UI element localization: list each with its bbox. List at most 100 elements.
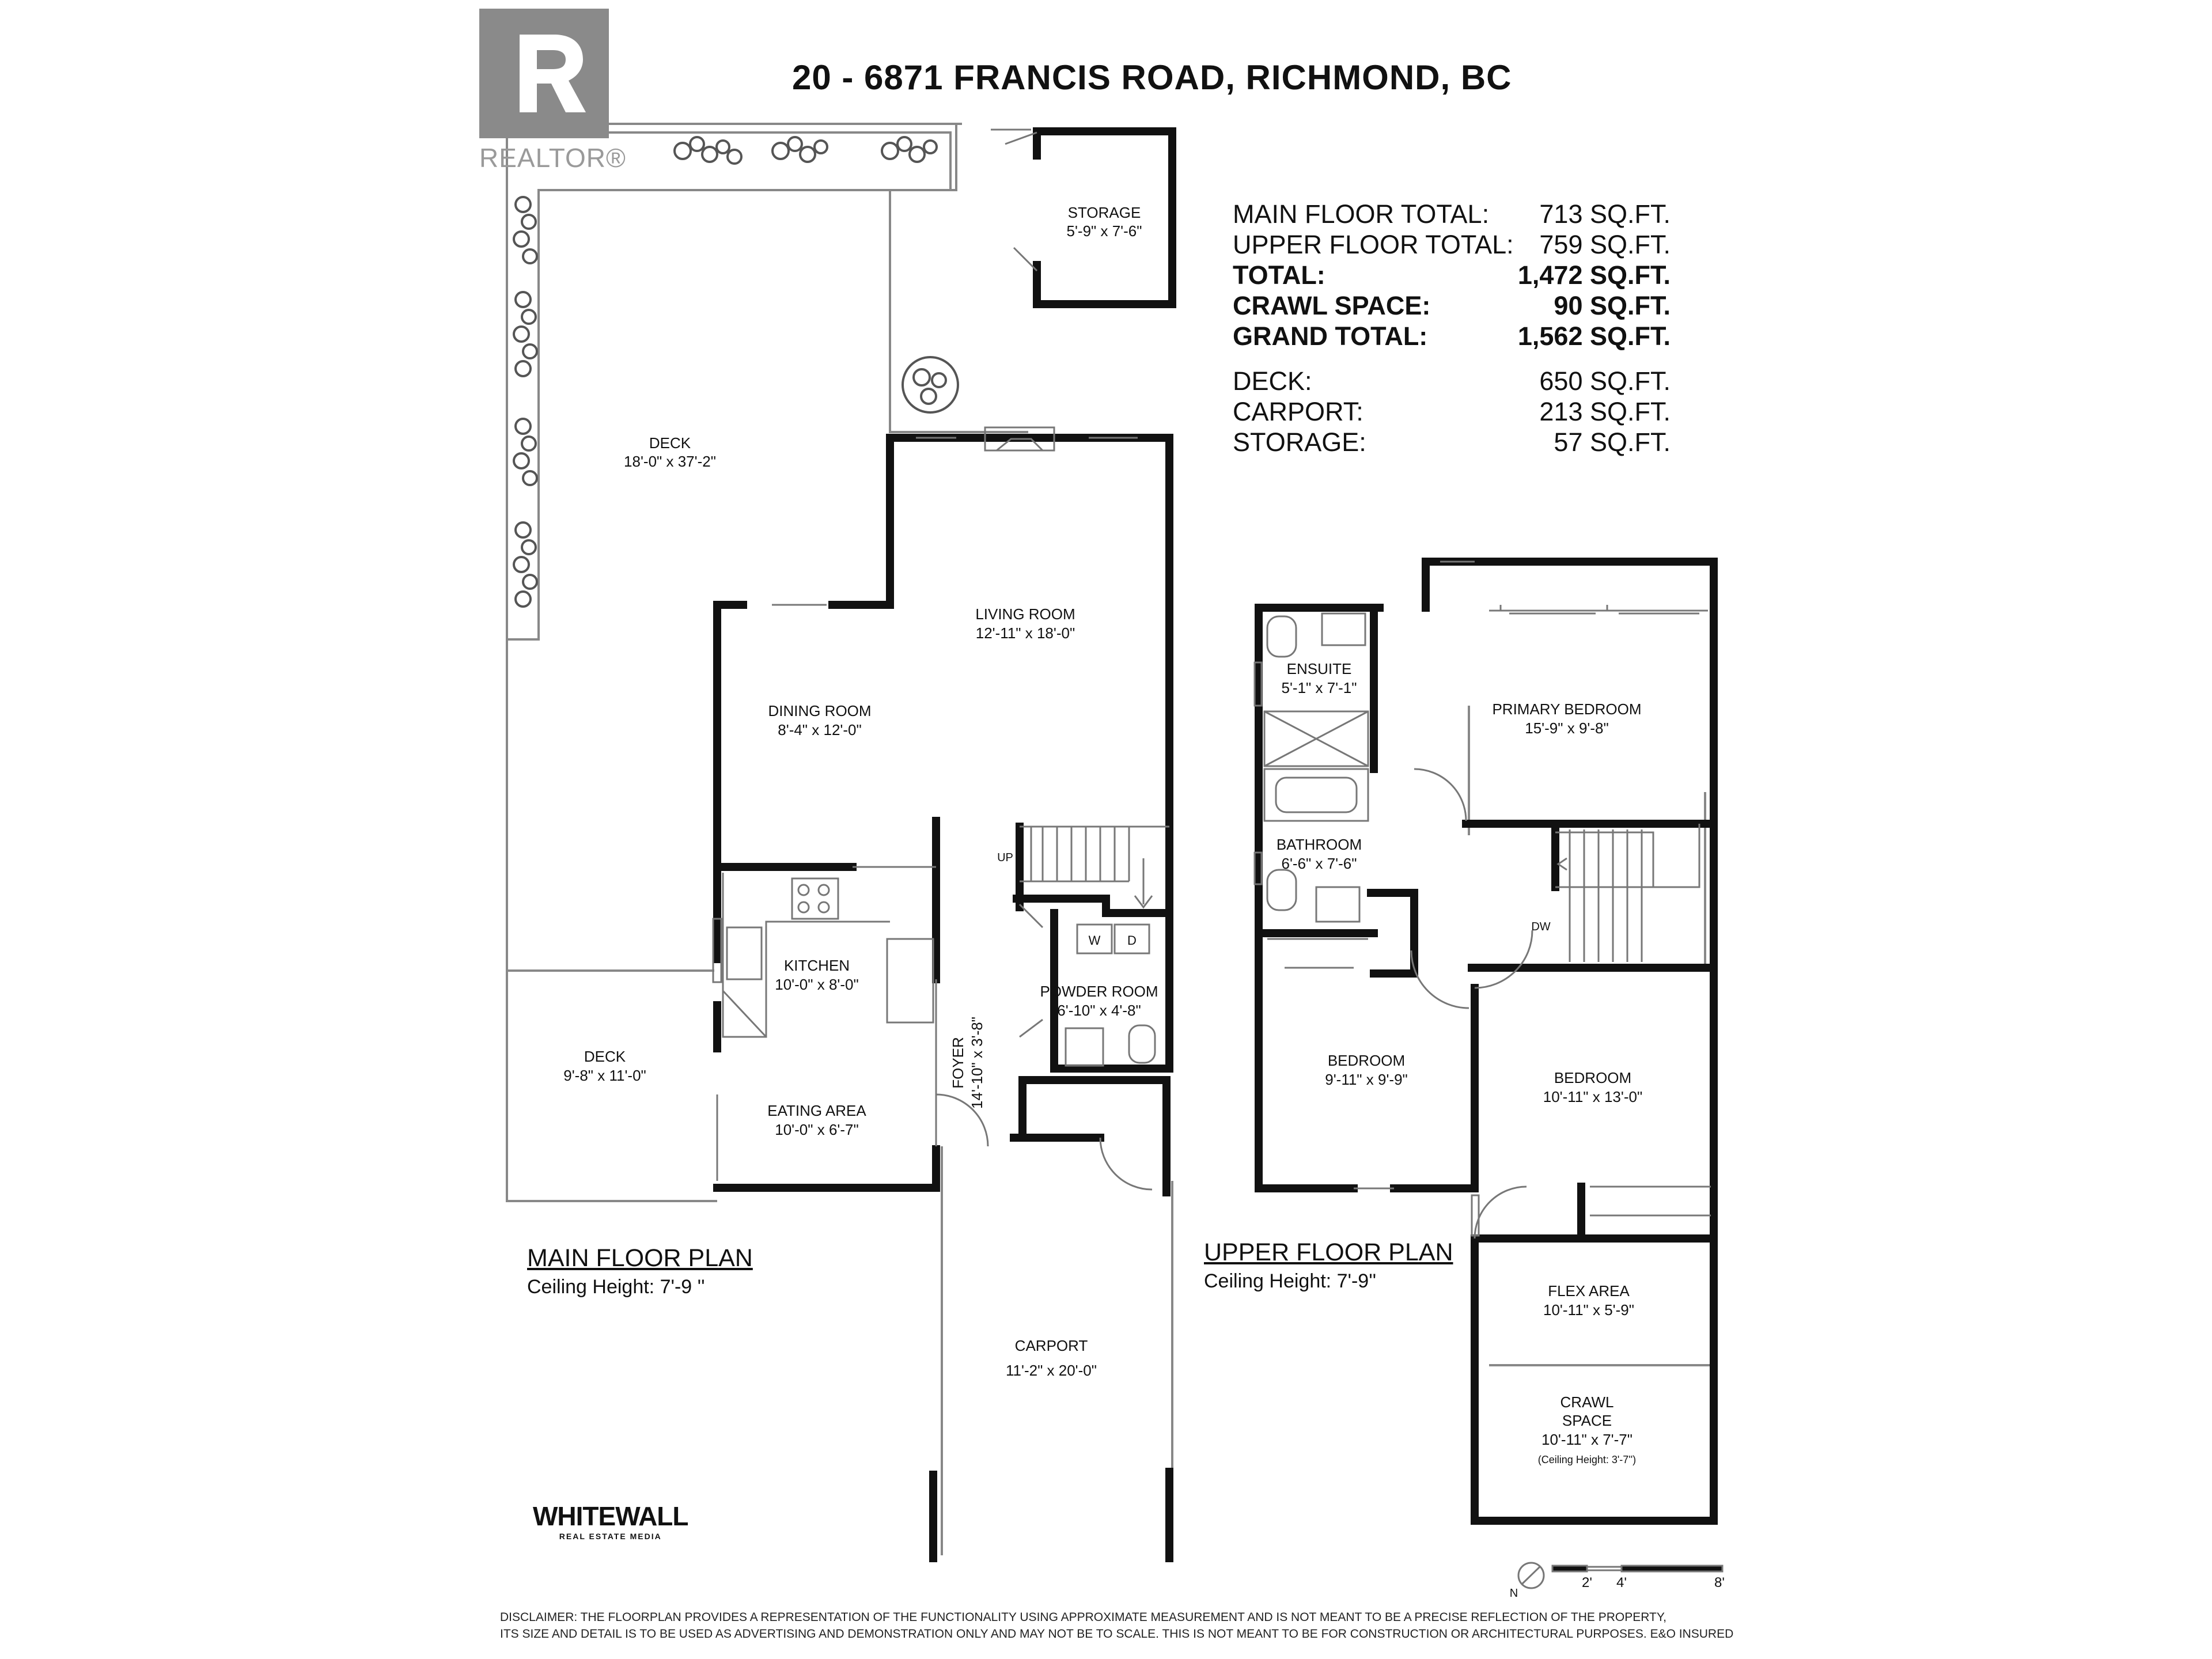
label-crawl-1: CRAWL — [1560, 1393, 1614, 1411]
area-row: MAIN FLOOR TOTAL:713 SQ.FT. — [1233, 199, 1671, 229]
fixtures — [712, 128, 1724, 1589]
closet-primary — [1489, 605, 1708, 612]
dims-ensuite: 5'-1" x 7'-1" — [1282, 679, 1357, 696]
dims-flex-area: 10'-11" x 5'-9" — [1543, 1301, 1634, 1319]
dryer-icon — [1113, 923, 1150, 955]
upper-floor-plan-heading: UPPER FLOOR PLAN Ceiling Height: 7'-9'' — [1204, 1238, 1453, 1293]
door-arc-bedroom2 — [1474, 930, 1533, 989]
vanity-powder — [1065, 1027, 1104, 1067]
dishwasher-line — [722, 990, 767, 1038]
door-arc-primary — [1414, 768, 1467, 821]
window-kitchen — [712, 918, 722, 983]
area-label: MAIN FLOOR TOTAL: — [1233, 199, 1490, 229]
fridge-icon — [886, 938, 934, 1024]
dims-powder-room: 6'-10" x 4'-8" — [1057, 1002, 1141, 1019]
window-bathroom — [1253, 851, 1263, 885]
north-arrow-icon — [1517, 1562, 1545, 1589]
upper-floor-ceiling: Ceiling Height: 7'-9'' — [1204, 1270, 1377, 1292]
label-primary-bedroom: PRIMARY BEDROOM — [1492, 700, 1641, 718]
washer-icon — [1076, 923, 1113, 955]
label-carport: CARPORT — [1015, 1337, 1088, 1354]
dims-dining-room: 8'-4" x 12'-0" — [778, 721, 861, 738]
toilet-ensuite — [1266, 615, 1297, 658]
area-label: TOTAL: — [1233, 260, 1325, 290]
dims-foyer: 14'-10" x 3'-8" — [968, 1017, 986, 1109]
label-deck-main: DECK — [649, 434, 691, 452]
upper-floor-walls — [1255, 558, 1718, 1525]
dims-deck-main: 18'-0" x 37'-2" — [624, 453, 716, 470]
label-foyer: FOYER — [949, 1037, 967, 1089]
disclaimer: DISCLAIMER: THE FLOORPLAN PROVIDES A REP… — [500, 1609, 1767, 1642]
dims-storage: 5'-9" x 7'-6" — [1067, 222, 1142, 240]
stove-icon — [791, 877, 839, 920]
door-arc-bedroom1 — [1410, 950, 1469, 1009]
stair-treads-main — [1020, 825, 1169, 882]
dims-living-room: 12'-11" x 18'-0" — [976, 624, 1075, 642]
toilet-powder — [1128, 1024, 1156, 1064]
planter-icon — [902, 356, 959, 414]
stair-arrow — [1134, 858, 1153, 909]
scale-tick-4: 4' — [1616, 1575, 1627, 1590]
powder-room-walls — [1013, 895, 1173, 1073]
dims-bedroom-2: 10'-11" x 13'-0" — [1543, 1088, 1642, 1105]
main-floor-plan-heading: MAIN FLOOR PLAN Ceiling Height: 7'-9 '' — [527, 1244, 753, 1298]
fireplace-hood — [996, 438, 1044, 452]
window-flex — [1471, 1194, 1480, 1237]
door-arc-foyer — [935, 1093, 989, 1147]
dims-bathroom: 6'-6" x 7'-6" — [1282, 855, 1357, 872]
sink-icon — [726, 926, 763, 980]
window-ensuite — [1253, 661, 1263, 707]
ensuite-sink — [1321, 612, 1366, 646]
realtor-r-icon — [520, 35, 586, 112]
label-flex-area: FLEX AREA — [1548, 1282, 1630, 1300]
label-stair-dw: DW — [1531, 921, 1550, 933]
area-label: CRAWL SPACE: — [1233, 291, 1431, 320]
stair-treads-upper — [1555, 824, 1700, 962]
whitewall-sub: REAL ESTATE MEDIA — [559, 1532, 662, 1541]
area-value: 213 SQ.FT. — [1539, 397, 1671, 426]
area-value: 650 SQ.FT. — [1539, 366, 1671, 396]
bath-closet-walls — [1367, 889, 1418, 978]
area-row: CARPORT: 213 SQ.FT. — [1233, 396, 1671, 427]
area-label: UPPER FLOOR TOTAL: — [1233, 230, 1514, 259]
label-kitchen: KITCHEN — [784, 957, 850, 974]
label-crawl-2: SPACE — [1562, 1412, 1612, 1429]
north-label: N — [1510, 1587, 1518, 1600]
door-powder — [1018, 903, 1044, 1038]
main-floor-ceiling: Ceiling Height: 7'-9 '' — [527, 1276, 705, 1298]
scale-tick-8: 8' — [1714, 1575, 1725, 1590]
label-dryer: D — [1127, 933, 1137, 948]
upper-outer-north — [1255, 604, 1384, 1192]
label-eating-area: EATING AREA — [767, 1102, 866, 1119]
area-label: CARPORT: — [1233, 397, 1363, 426]
whitewall-logo: WHITEWALL REAL ESTATE MEDIA — [533, 1501, 688, 1541]
deck-outline — [506, 123, 962, 1202]
area-row: TOTAL:1,472 SQ.FT. — [1233, 260, 1671, 290]
area-value: 90 SQ.FT. — [1554, 291, 1671, 320]
main-floor-plan-title: MAIN FLOOR PLAN — [527, 1244, 753, 1272]
area-row: GRAND TOTAL:1,562 SQ.FT. — [1233, 321, 1671, 351]
hedge-left — [513, 196, 538, 608]
upper-floor-plan-title: UPPER FLOOR PLAN — [1204, 1238, 1453, 1266]
realtor-logo-text: REALTOR® — [479, 143, 626, 173]
realtor-logo: REALTOR® — [479, 9, 626, 173]
door-arc-flex — [1474, 1185, 1527, 1239]
whitewall-name: WHITEWALL — [533, 1501, 688, 1531]
hedge-decoration — [513, 136, 959, 608]
area-label: STORAGE: — [1233, 427, 1366, 457]
area-value: 759 SQ.FT. — [1539, 230, 1671, 259]
area-row: CRAWL SPACE: 90 SQ.FT. — [1233, 290, 1671, 321]
main-floor-walls — [713, 127, 1176, 1562]
label-bathroom: BATHROOM — [1277, 836, 1362, 853]
hedge-box — [507, 131, 952, 641]
ensuite-shower — [1263, 710, 1369, 767]
dims-carport: 11'-2" x 20'-0" — [1006, 1362, 1097, 1379]
label-living-room: LIVING ROOM — [975, 605, 1075, 623]
area-label: DECK: — [1233, 366, 1312, 396]
kitchen-counter — [722, 873, 890, 1038]
storage-walls — [1033, 127, 1176, 308]
room-labels: STORAGE 5'-9" x 7'-6" DECK 18'-0" x 37'-… — [563, 204, 1725, 1600]
south-wall — [713, 1145, 940, 1192]
stair-chevron-upper — [1556, 857, 1567, 871]
door-arc-closet — [1099, 1137, 1153, 1191]
